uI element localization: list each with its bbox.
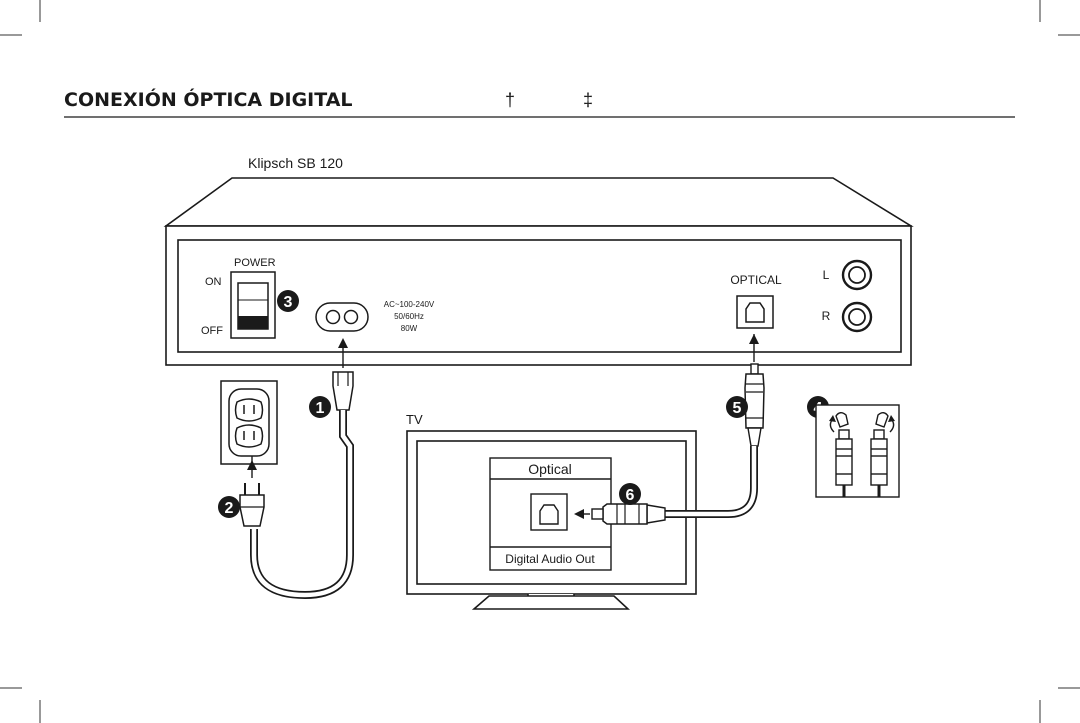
step-2-number: 2 [225,500,234,517]
dagger-symbol: † [505,90,515,110]
step-3-number: 3 [284,294,293,311]
step-5-number: 5 [733,400,742,417]
tv-digital-out-label: Digital Audio Out [505,552,595,566]
page-title: CONEXIÓN ÓPTICA DIGITAL [64,87,353,111]
double-dagger-symbol: ‡ [583,90,593,110]
tv-optical-panel [489,457,612,571]
on-label: ON [205,276,222,288]
step-5-badge: 5 [726,396,748,418]
soundbar-device [163,177,914,366]
rca-jack-left [841,259,873,291]
frequency-label: 50/60Hz [394,312,424,321]
step-1-badge: 1 [309,396,331,418]
step-6-number: 6 [626,487,635,504]
power-switch [230,271,276,339]
step-1-number: 1 [316,400,325,417]
power-label: POWER [234,257,276,269]
voltage-label: AC~100-240V [384,300,435,309]
optical-port-label: OPTICAL [730,273,782,287]
wall-outlet [220,380,278,465]
step-3-badge: 3 [277,290,299,312]
device-optical-port [736,295,774,329]
right-channel-label: R [822,309,831,323]
power-cable [250,338,354,600]
tv-label: TV [406,412,423,427]
tv-optical-label: Optical [528,461,572,477]
rca-cap-removal-inset [815,404,900,498]
off-label: OFF [201,325,223,337]
left-channel-label: L [823,268,830,282]
optical-cable [574,334,765,525]
wattage-label: 80W [401,324,418,333]
wall-plug [239,456,265,527]
step-6-badge: 6 [619,483,641,505]
step-2-badge: 2 [218,496,240,518]
ac-power-inlet [315,302,369,332]
device-model-label: Klipsch SB 120 [248,155,343,171]
rca-jack-right [841,301,873,333]
